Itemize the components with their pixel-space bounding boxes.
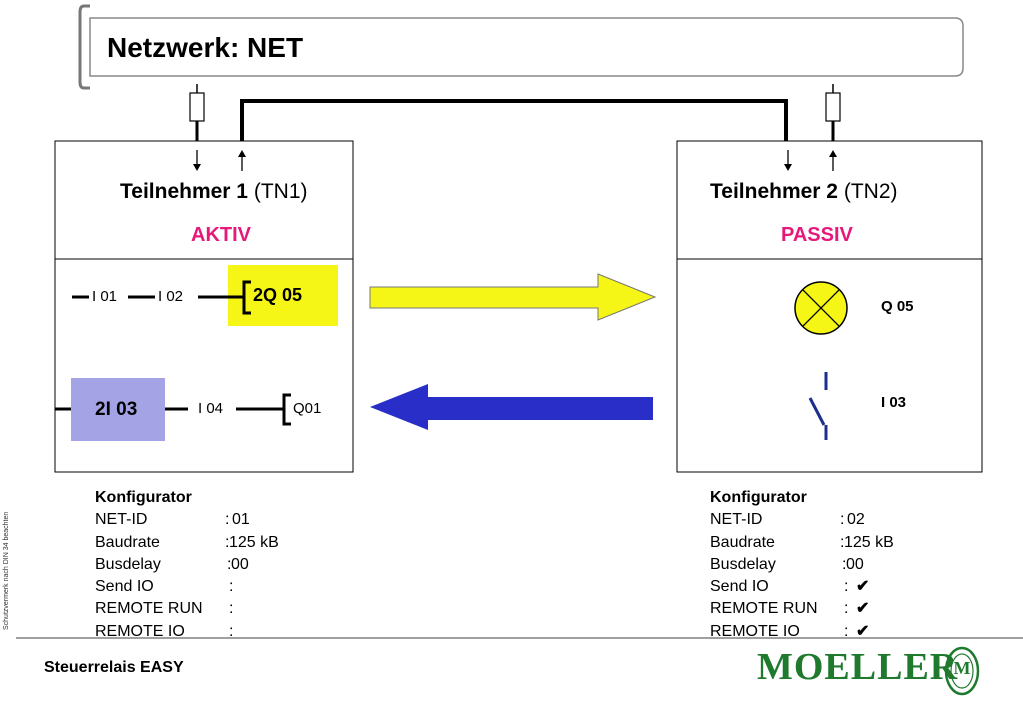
config-value: 00 bbox=[846, 555, 864, 573]
config-value: 125 kB bbox=[844, 533, 894, 551]
config-sep: : bbox=[844, 600, 849, 618]
footer-product: Steuerrelais EASY bbox=[44, 659, 184, 676]
side-note: Schutzvermerk nach DIN 34 beachten bbox=[3, 511, 10, 630]
config-key: REMOTE IO bbox=[710, 622, 800, 640]
checkmark-icon: ✔ bbox=[856, 600, 870, 618]
config-key: REMOTE RUN bbox=[95, 600, 203, 618]
logo-wordmark: MOELLER bbox=[757, 646, 959, 688]
terminator-resistor-1 bbox=[189, 92, 205, 122]
config-value: 125 kB bbox=[229, 533, 279, 551]
node-2-in-arrow bbox=[784, 164, 792, 171]
config-key: REMOTE RUN bbox=[710, 600, 818, 618]
node-1-suffix: (TN1) bbox=[248, 180, 308, 203]
config-key: NET-ID bbox=[95, 511, 148, 529]
config-sep: : bbox=[842, 555, 847, 573]
contact-i02-label: I 02 bbox=[158, 288, 184, 305]
config-key: Baudrate bbox=[710, 533, 775, 551]
config-sep: : bbox=[840, 533, 845, 551]
config-key: Send IO bbox=[95, 578, 154, 596]
config-value: 00 bbox=[231, 555, 249, 573]
config-row: REMOTE IO : ✔ bbox=[710, 621, 950, 643]
coil-2q05-label: 2Q 05 bbox=[253, 285, 303, 305]
input-2i03-label: 2I 03 bbox=[95, 399, 138, 420]
config-sep: : bbox=[229, 600, 234, 618]
config-row: REMOTE IO : bbox=[95, 621, 335, 643]
node-2-status: PASSIV bbox=[781, 224, 853, 246]
send-arrow bbox=[369, 273, 657, 321]
config-sep: : bbox=[840, 511, 845, 529]
config-key: Busdelay bbox=[95, 555, 161, 573]
coil-bracket-2 bbox=[282, 393, 291, 426]
receive-arrow bbox=[370, 384, 653, 430]
config-sep: : bbox=[225, 511, 230, 529]
node-2-config-heading: Konfigurator bbox=[710, 489, 807, 506]
checkmark-icon: ✔ bbox=[856, 622, 870, 640]
config-row: REMOTE RUN : bbox=[95, 598, 335, 620]
coil-q01-label: Q01 bbox=[293, 400, 322, 417]
config-row: REMOTE RUN : ✔ bbox=[710, 598, 950, 620]
config-key: Busdelay bbox=[710, 555, 776, 573]
terminator-resistor-2 bbox=[825, 92, 841, 122]
node-1-out-arrow bbox=[238, 150, 246, 157]
config-key: Baudrate bbox=[95, 533, 160, 551]
config-row: Busdelay : 00 bbox=[710, 554, 950, 576]
config-sep: : bbox=[229, 622, 234, 640]
page-title: Netzwerk: NET bbox=[107, 32, 304, 63]
input-highlight-box bbox=[71, 378, 165, 441]
node-2-box bbox=[676, 140, 983, 473]
logo-emblem-letter: M bbox=[953, 658, 971, 678]
contact-i04-label: I 04 bbox=[198, 400, 224, 417]
config-value: 01 bbox=[232, 511, 250, 529]
node-1-in-arrow bbox=[193, 164, 201, 171]
config-row: Busdelay : 00 bbox=[95, 554, 335, 576]
node-1-status: AKTIV bbox=[191, 224, 251, 246]
node-2-config: Konfigurator NET-ID : 02 Baudrate : 125 … bbox=[710, 487, 950, 643]
node-2-name: Teilnehmer 2 bbox=[710, 180, 838, 203]
contact-i01-label: I 01 bbox=[92, 288, 118, 305]
output-highlight-box bbox=[228, 265, 338, 326]
node-1-title: Teilnehmer 1 (TN1) bbox=[120, 180, 308, 204]
config-row: Send IO : ✔ bbox=[710, 576, 950, 598]
checkmark-icon: ✔ bbox=[856, 578, 870, 596]
config-row: NET-ID : 02 bbox=[710, 509, 950, 531]
config-sep: : bbox=[844, 578, 849, 596]
config-sep: : bbox=[229, 578, 234, 596]
lamp-label: Q 05 bbox=[881, 298, 914, 315]
config-row: Send IO : bbox=[95, 576, 335, 598]
config-key: Send IO bbox=[710, 578, 769, 596]
net-cable bbox=[240, 99, 788, 141]
config-row: NET-ID : 01 bbox=[95, 509, 335, 531]
node-2-title: Teilnehmer 2 (TN2) bbox=[710, 180, 898, 204]
config-value: 02 bbox=[847, 511, 865, 529]
node-2-suffix: (TN2) bbox=[838, 180, 898, 203]
title-bracket bbox=[78, 4, 90, 90]
node-1-name: Teilnehmer 1 bbox=[120, 180, 248, 203]
config-key: NET-ID bbox=[710, 511, 763, 529]
config-sep: : bbox=[225, 533, 230, 551]
config-sep: : bbox=[227, 555, 232, 573]
node-1-config: Konfigurator NET-ID : 01 Baudrate : 125 … bbox=[95, 487, 335, 643]
coil-bracket-1 bbox=[242, 280, 251, 315]
config-key: REMOTE IO bbox=[95, 622, 185, 640]
config-row: Baudrate : 125 kB bbox=[95, 532, 335, 554]
node-2-out-arrow bbox=[829, 150, 837, 157]
config-sep: : bbox=[844, 622, 849, 640]
title-frame bbox=[89, 17, 964, 77]
config-row: Baudrate : 125 kB bbox=[710, 532, 950, 554]
node-1-config-heading: Konfigurator bbox=[95, 489, 192, 506]
switch-label: I 03 bbox=[881, 394, 907, 411]
